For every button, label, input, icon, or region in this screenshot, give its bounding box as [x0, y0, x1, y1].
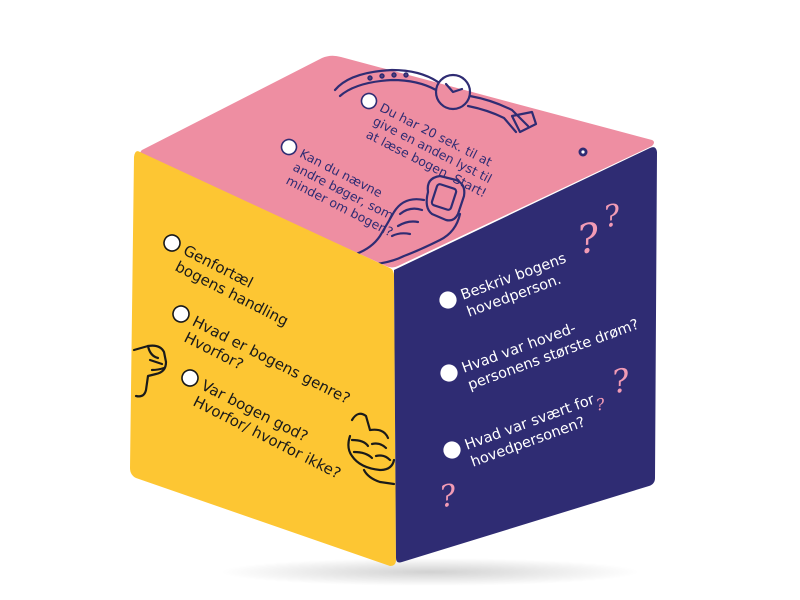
question-mark-icon: ?	[601, 198, 624, 235]
top-question-2-checkbox[interactable]	[279, 137, 299, 157]
left-face-panel	[130, 151, 396, 566]
right-question-1-checkbox[interactable]	[438, 290, 459, 311]
right-face-panel	[394, 147, 657, 563]
top-face: Du har 20 sek. til at give en anden lyst…	[140, 55, 654, 268]
top-face-panel	[140, 55, 654, 268]
thumb-down-icon	[132, 344, 168, 398]
hand-holding-phone-illustration	[354, 174, 466, 266]
cube-shadow	[220, 558, 640, 586]
right-face: Beskriv bogens hovedperson. Hvad var hov…	[394, 147, 657, 563]
watch-illustration	[333, 68, 538, 134]
left-question-3-checkbox[interactable]	[179, 367, 201, 389]
top-question-1-checkbox[interactable]	[359, 91, 379, 111]
right-question-2-checkbox[interactable]	[439, 363, 460, 384]
question-mark-icon: ?	[437, 478, 460, 515]
left-question-1-checkbox[interactable]	[161, 232, 183, 254]
question-mark-icon: ?	[594, 394, 606, 414]
left-question-2-checkbox[interactable]	[170, 303, 192, 325]
left-face: Genfortæl bogens handling Hvad er bogens…	[130, 151, 396, 566]
thumb-up-icon	[347, 412, 396, 486]
right-question-3-checkbox[interactable]	[442, 440, 463, 461]
droplet-icon	[578, 147, 588, 157]
